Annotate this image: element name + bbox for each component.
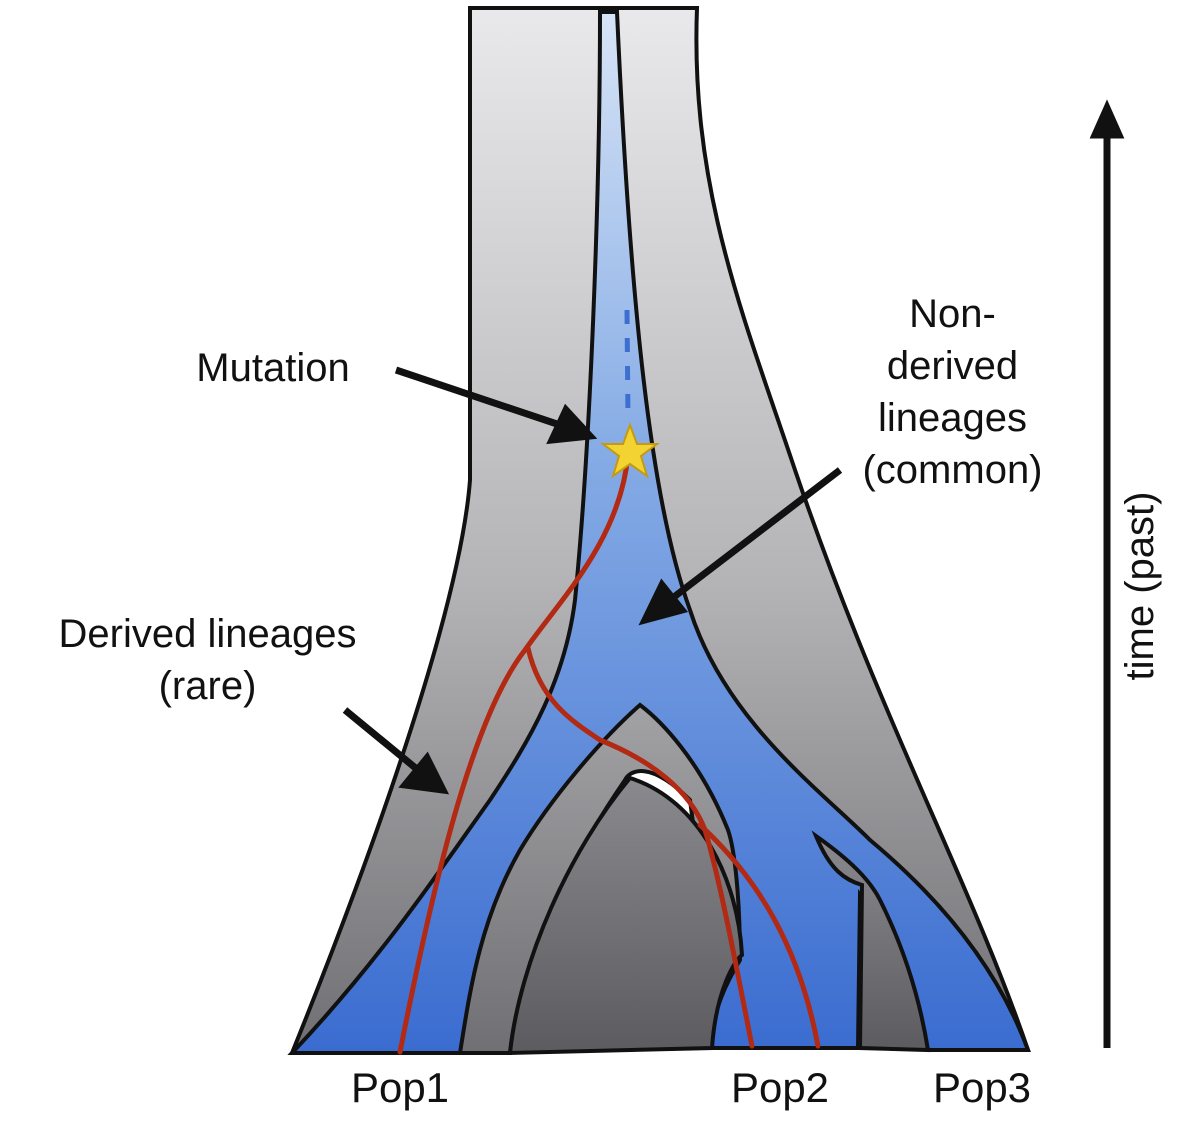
branch-gap-right — [811, 830, 931, 1053]
mutation-arrow — [394, 366, 562, 429]
time-axis-label: time (past) — [1118, 491, 1162, 681]
derived-arrowhead — [398, 751, 450, 795]
time-axis-arrowhead — [1089, 99, 1125, 139]
non-derived-label-line2: derived — [886, 344, 1019, 388]
derived-lineage-pop2-a — [525, 645, 755, 1049]
mutation-star-icon — [600, 422, 660, 479]
derived-lineage-pop1 — [397, 452, 631, 1055]
annotation-arrows — [342, 99, 1125, 1048]
derived-label: Derived lineages (rare) — [30, 608, 385, 712]
non-derived-label-line4: (common) — [862, 448, 1043, 492]
lineage-fill — [287, 10, 1031, 1055]
non-derived-label: Non- derived lineages (common) — [835, 288, 1070, 496]
derived-lineage-pop2-b — [697, 822, 821, 1049]
mutation-label: Mutation — [196, 346, 350, 390]
derived-lineages — [397, 452, 821, 1055]
pop2-label: Pop2 — [730, 1064, 830, 1111]
non-derived-arrowhead — [638, 578, 689, 626]
derived-label-line2: (rare) — [158, 664, 257, 708]
non-derived-label-line3: lineages — [877, 396, 1027, 440]
non-derived-label-line1: Non- — [909, 292, 996, 336]
non-derived-arrow — [667, 467, 843, 603]
ancestral-lineage-dashed — [624, 309, 631, 421]
pop1-label: Pop1 — [350, 1064, 450, 1111]
derived-label-line1: Derived lineages — [58, 612, 357, 656]
derived-arrow — [342, 707, 421, 773]
pop3-label: Pop3 — [932, 1064, 1032, 1111]
mutation-arrowhead — [546, 403, 598, 445]
